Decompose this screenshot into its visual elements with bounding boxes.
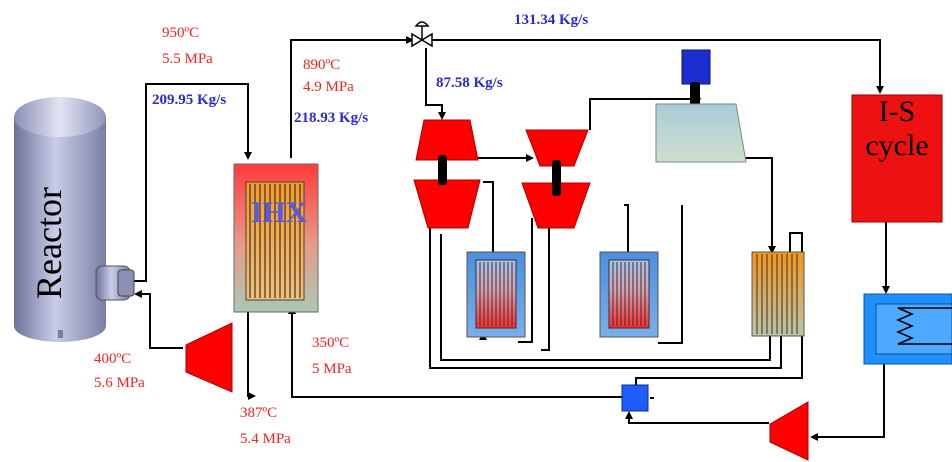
- ihx-outlet-flow: 218.93 Kg/s: [294, 110, 369, 126]
- ihx-exchanger: [233, 163, 319, 313]
- hp-turbine-compressor: [413, 119, 481, 229]
- reactor-outlet-temperature: 950ºC: [162, 25, 200, 41]
- circulator-inlet-pressure: 5.4 MPa: [240, 431, 291, 447]
- is-cycle-line2: cycle: [865, 129, 929, 162]
- mixer-box: [621, 384, 649, 412]
- piping: [124, 36, 890, 441]
- reactor-label: Reactor: [29, 187, 69, 299]
- secondary-circulator: [769, 401, 809, 461]
- is-feed-flow: 131.34 Kg/s: [514, 12, 589, 28]
- split-valve-icon: [411, 21, 433, 48]
- reactor-outlet-pressure: 5.5 MPa: [162, 51, 213, 67]
- primary-circulator: [185, 322, 233, 393]
- reactor-inlet-temperature: 400ºC: [94, 351, 132, 367]
- ihx-outlet-temperature: 890ºC: [303, 57, 341, 73]
- intercooler-2: [599, 251, 659, 338]
- ihx-outlet-pressure: 4.9 MPa: [303, 79, 354, 95]
- lp-turbine-compressor: [521, 129, 591, 229]
- intercooler-1: [466, 251, 526, 338]
- reactor-outlet-flow: 209.95 Kg/s: [152, 92, 227, 108]
- ihx-label: IHX: [250, 196, 308, 229]
- generator: [655, 49, 747, 163]
- ihx-return-pressure: 5 MPa: [312, 361, 352, 377]
- return-cooler: [863, 293, 952, 365]
- is-cycle-line1: I-S: [878, 95, 916, 128]
- ihx-return-temperature: 350ºC: [312, 335, 350, 351]
- reactor-vessel: [14, 97, 135, 342]
- recuperator: [751, 251, 805, 337]
- is-cycle-label: I-S cycle: [853, 95, 941, 163]
- turbine-split-flow: 87.58 Kg/s: [436, 75, 503, 91]
- reactor-inlet-pressure: 5.6 MPa: [94, 375, 145, 391]
- circulator-inlet-temperature: 387ºC: [240, 405, 278, 421]
- is-cycle-block: [851, 94, 943, 223]
